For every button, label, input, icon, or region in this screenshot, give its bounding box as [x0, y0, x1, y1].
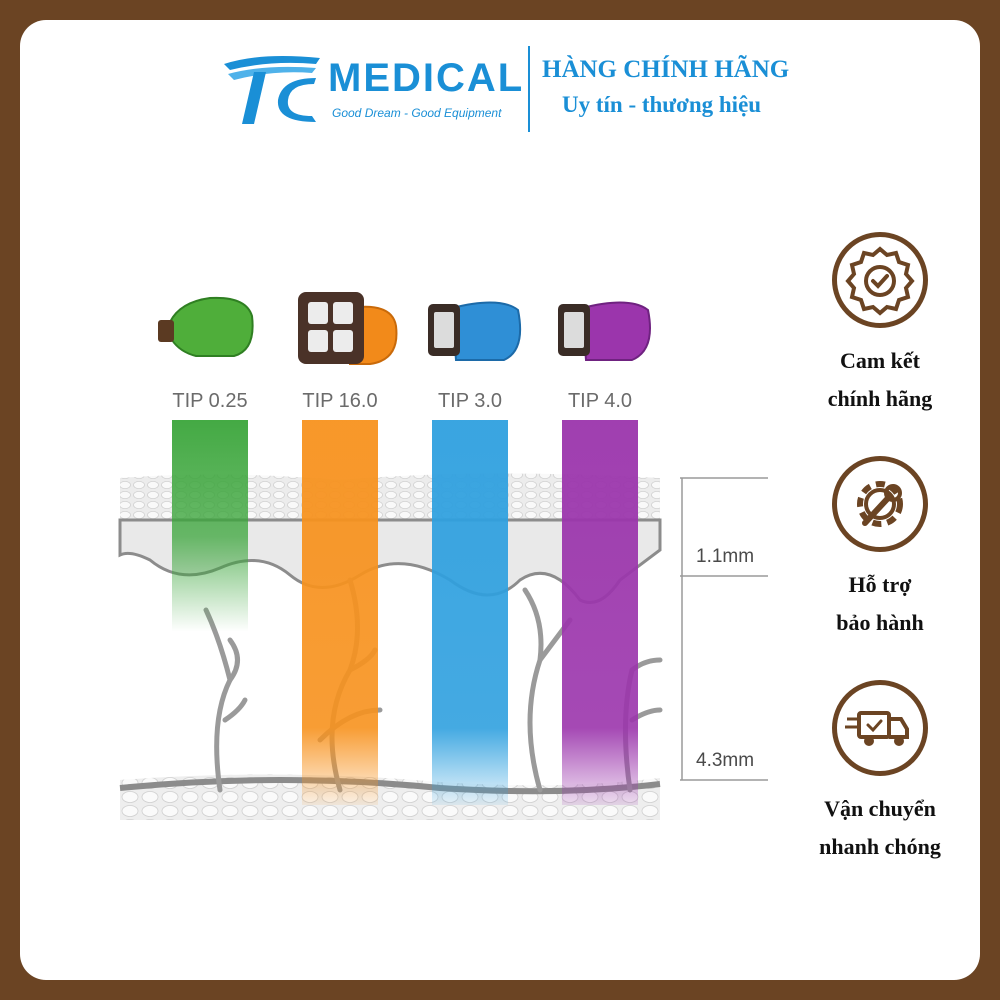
subcutis: [120, 774, 660, 820]
tip-label: TIP 4.0: [568, 390, 632, 412]
delivery-truck-icon: [832, 680, 928, 776]
tip-label: TIP 16.0: [302, 390, 377, 412]
feature-line: chính hãng: [827, 386, 933, 411]
brand-logo: MEDICAL Good Dream - Good Equipment: [220, 50, 522, 130]
feature-line: Hỗ trợ: [848, 572, 912, 597]
feature-line: nhanh chóng: [819, 834, 941, 859]
tip-head-purple: [558, 301, 651, 361]
tip-labels: TIP 0.25 TIP 16.0 TIP 3.0 TIP 4.0: [172, 390, 632, 412]
depth-scale: 1.1mm 4.3mm: [680, 477, 768, 781]
stratum-corneum: [120, 473, 660, 520]
feature-authentic: Cam kết chính hãng: [780, 232, 980, 418]
tip-head-orange: [298, 292, 398, 365]
skin-depth-diagram: TIP 0.25 TIP 16.0 TIP 3.0 TIP 4.0: [118, 292, 768, 820]
brand-name: MEDICAL: [328, 56, 525, 100]
tip-label: TIP 0.25: [172, 390, 247, 412]
tip-beams: [172, 420, 638, 805]
depth-label-shallow: 1.1mm: [696, 546, 754, 567]
header-divider: [528, 46, 530, 132]
header-subtitle: Uy tín - thương hiệu: [562, 92, 762, 117]
feature-shipping: Vận chuyển nhanh chóng: [780, 680, 980, 866]
tip-label: TIP 3.0: [438, 390, 502, 412]
header-title: HÀNG CHÍNH HÃNG: [542, 56, 790, 83]
product-card: MEDICAL Good Dream - Good Equipment HÀNG…: [20, 20, 980, 980]
tk-logo-icon: [224, 56, 320, 124]
depth-label-deep: 4.3mm: [696, 750, 754, 771]
tip-head-blue: [428, 301, 522, 361]
feature-warranty: Hỗ trợ bảo hành: [780, 456, 980, 642]
badge-check-icon: [832, 232, 928, 328]
tip-beam: [562, 420, 638, 805]
tip-beam: [302, 420, 378, 805]
tip-beam: [172, 420, 248, 632]
tip-beam: [432, 420, 508, 805]
tip-head-green: [158, 296, 254, 357]
feature-line: Cam kết: [839, 348, 921, 373]
feature-line: Vận chuyển: [824, 796, 936, 821]
feature-line: bảo hành: [836, 610, 924, 635]
brand-tagline: Good Dream - Good Equipment: [332, 106, 502, 120]
gear-wrench-icon: [832, 456, 928, 552]
